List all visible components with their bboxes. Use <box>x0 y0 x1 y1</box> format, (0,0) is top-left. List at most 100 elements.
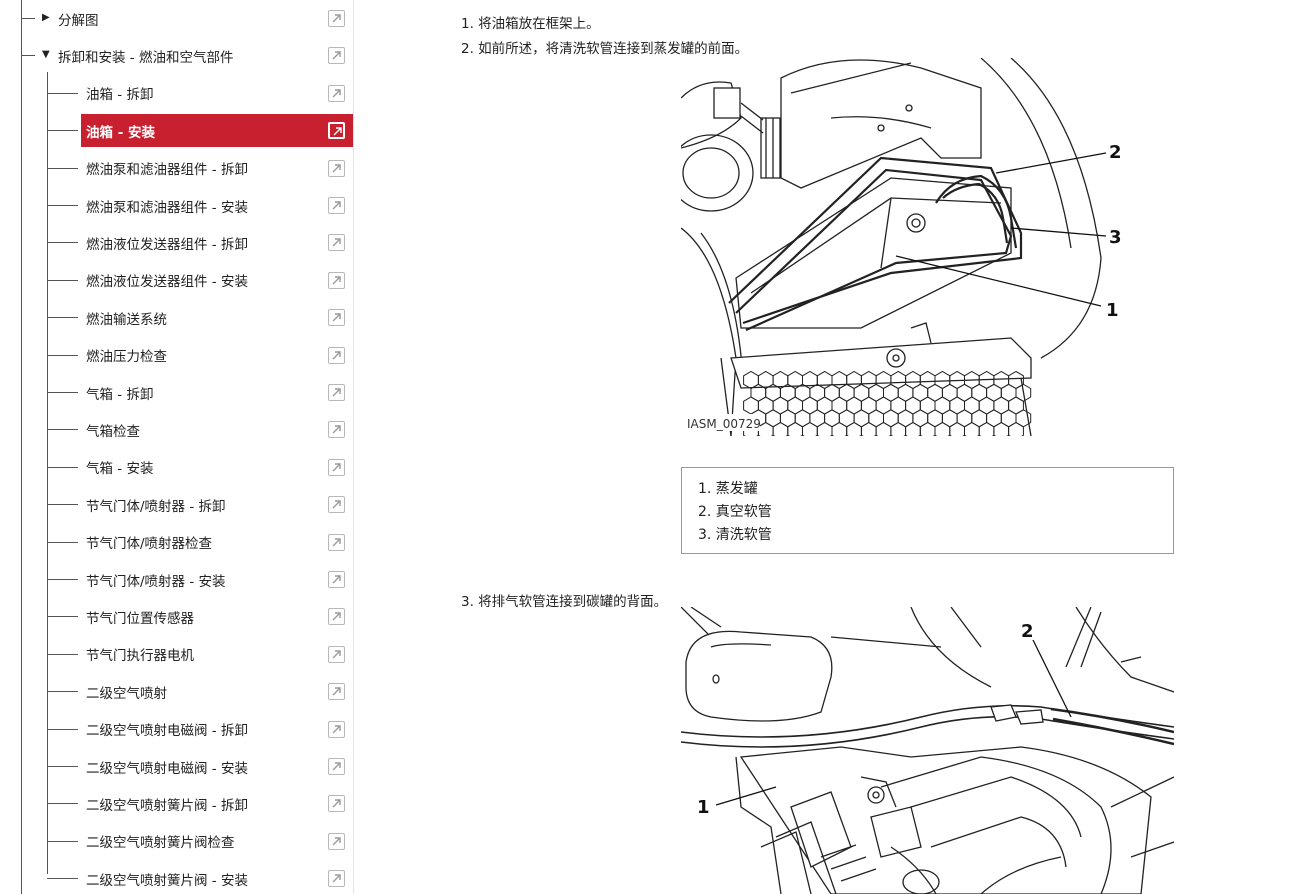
external-link-icon[interactable] <box>328 645 345 663</box>
step-1-text: 1. 将油箱放在框架上。 <box>461 16 600 32</box>
external-link-icon[interactable] <box>328 571 345 588</box>
figure-1-svg: 2 3 1 IASM_00729 <box>681 58 1122 436</box>
tree-connector <box>47 803 78 805</box>
external-link-icon[interactable] <box>328 159 345 177</box>
external-link-icon[interactable] <box>328 870 345 888</box>
tree-connector <box>47 167 78 169</box>
sidebar-item-label: 节气门体/喷射器 - 安装 <box>86 573 226 590</box>
external-link-icon[interactable] <box>328 309 345 327</box>
sidebar-item-label: 拆卸和安装 - 燃油和空气部件 <box>58 49 234 66</box>
sidebar-item-label: 油箱 - 拆卸 <box>86 87 154 104</box>
sidebar-tree: ▶分解图▼拆卸和安装 - 燃油和空气部件油箱 - 拆卸油箱 - 安装燃油泵和滤油… <box>0 0 354 894</box>
step-2-text: 2. 如前所述，将清洗软管连接到蒸发罐的前面。 <box>461 41 749 57</box>
sidebar-item-label: 气箱 - 安装 <box>86 461 154 478</box>
sidebar-item[interactable]: 燃油压力检查 <box>0 337 353 374</box>
tree-connector <box>47 504 78 506</box>
sidebar-item[interactable]: 气箱检查 <box>0 411 353 448</box>
sidebar-item[interactable]: 油箱 - 拆卸 <box>0 75 353 112</box>
sidebar-item-label: 二级空气喷射电磁阀 - 拆卸 <box>86 723 248 740</box>
tree-connector <box>47 317 78 319</box>
sidebar-item[interactable]: 燃油液位发送器组件 - 安装 <box>0 262 353 299</box>
sidebar-item[interactable]: 节气门体/喷射器 - 安装 <box>0 561 353 598</box>
external-link-icon[interactable] <box>328 47 345 65</box>
sidebar-item[interactable]: 燃油泵和滤油器组件 - 安装 <box>0 187 353 224</box>
tree-connector <box>21 18 35 19</box>
mesh-cell <box>772 421 789 436</box>
external-link-icon[interactable] <box>328 795 345 813</box>
collapse-arrow-icon[interactable]: ▼ <box>42 49 50 61</box>
sidebar-item-label: 燃油泵和滤油器组件 - 拆卸 <box>86 162 248 179</box>
sidebar-item[interactable]: 燃油泵和滤油器组件 - 拆卸 <box>0 150 353 187</box>
external-link-icon[interactable] <box>328 84 345 102</box>
external-link-icon[interactable] <box>328 608 345 626</box>
mesh-cell <box>993 421 1010 436</box>
sidebar-item[interactable]: 二级空气喷射簧片阀 - 安装 <box>0 860 353 894</box>
external-link-icon[interactable] <box>328 496 345 514</box>
tree-connector <box>47 354 78 356</box>
mesh-cell <box>890 421 907 436</box>
legend-item: 3. 清洗软管 <box>698 527 772 543</box>
mesh-cell <box>1008 421 1024 436</box>
legend-item: 1. 蒸发罐 <box>698 481 758 497</box>
tree-connector <box>47 205 78 206</box>
sidebar-item[interactable]: 燃油输送系统 <box>0 299 353 336</box>
external-link-icon[interactable] <box>328 683 345 701</box>
mesh-cell <box>934 421 951 436</box>
figure-2-illustration: 2 1 <box>681 607 1174 894</box>
sidebar-item-label: 燃油液位发送器组件 - 拆卸 <box>86 236 248 253</box>
sidebar-item[interactable]: 油箱 - 安装 <box>0 112 353 149</box>
sidebar-item[interactable]: 二级空气喷射电磁阀 - 安装 <box>0 748 353 785</box>
external-link-icon[interactable] <box>328 458 345 476</box>
mesh-cell <box>905 421 921 436</box>
sidebar-item[interactable]: 二级空气喷射电磁阀 - 拆卸 <box>0 711 353 748</box>
sidebar-item[interactable]: ▼ 拆卸和安装 - 燃油和空气部件 <box>0 37 353 74</box>
expand-arrow-icon[interactable]: ▶ <box>42 12 50 23</box>
external-link-icon[interactable] <box>328 122 345 140</box>
sidebar-item-label: 气箱 - 拆卸 <box>86 386 154 403</box>
sidebar-item-label: 燃油液位发送器组件 - 安装 <box>86 274 248 291</box>
sidebar-item[interactable]: 二级空气喷射簧片阀检查 <box>0 823 353 860</box>
external-link-icon[interactable] <box>328 197 345 214</box>
tree-connector <box>47 840 78 842</box>
sidebar-item-label: 二级空气喷射簧片阀检查 <box>86 835 235 852</box>
external-link-icon[interactable] <box>328 271 345 289</box>
sidebar-item[interactable]: 燃油液位发送器组件 - 拆卸 <box>0 224 353 261</box>
external-link-icon[interactable] <box>328 533 345 551</box>
sidebar-item[interactable]: 节气门体/喷射器 - 拆卸 <box>0 486 353 523</box>
sidebar-item-label: 气箱检查 <box>86 423 140 440</box>
external-link-icon[interactable] <box>328 234 345 252</box>
mesh-cell <box>964 421 980 436</box>
mesh-cell <box>846 421 862 436</box>
sidebar-item[interactable]: 节气门执行器电机 <box>0 636 353 673</box>
sidebar-item-label: 节气门执行器电机 <box>86 648 194 665</box>
external-link-icon[interactable] <box>328 720 345 738</box>
external-link-icon[interactable] <box>328 346 345 364</box>
tree-connector <box>47 392 78 393</box>
figure-2-callout-1: 1 <box>697 797 710 818</box>
sidebar-item[interactable]: 气箱 - 安装 <box>0 449 353 486</box>
external-link-icon[interactable] <box>328 10 345 27</box>
external-link-icon[interactable] <box>328 758 345 775</box>
mesh-cell <box>949 421 965 436</box>
sidebar-item[interactable]: 节气门体/喷射器检查 <box>0 524 353 561</box>
tree-connector <box>47 653 78 655</box>
sidebar-item[interactable]: 二级空气喷射 <box>0 673 353 710</box>
tree-connector <box>47 279 78 281</box>
tree-connector <box>47 242 78 244</box>
figure-1-illustration: 2 3 1 IASM_00729 <box>681 58 1174 436</box>
sidebar-item[interactable]: 节气门位置传感器 <box>0 598 353 635</box>
sidebar-item[interactable]: 气箱 - 拆卸 <box>0 374 353 411</box>
sidebar-item[interactable]: ▶分解图 <box>0 0 353 37</box>
sidebar-item[interactable]: 二级空气喷射簧片阀 - 拆卸 <box>0 785 353 822</box>
external-link-icon[interactable] <box>328 832 345 850</box>
active-highlight <box>81 114 353 148</box>
sidebar-item-label: 二级空气喷射 <box>86 685 167 702</box>
tree-connector <box>47 130 78 132</box>
tree-line <box>47 72 48 874</box>
sidebar-item-label: 燃油压力检查 <box>86 349 167 366</box>
external-link-icon[interactable] <box>328 384 345 401</box>
external-link-icon[interactable] <box>328 421 345 439</box>
mesh-cell <box>816 421 833 436</box>
mesh-cell <box>875 421 892 436</box>
